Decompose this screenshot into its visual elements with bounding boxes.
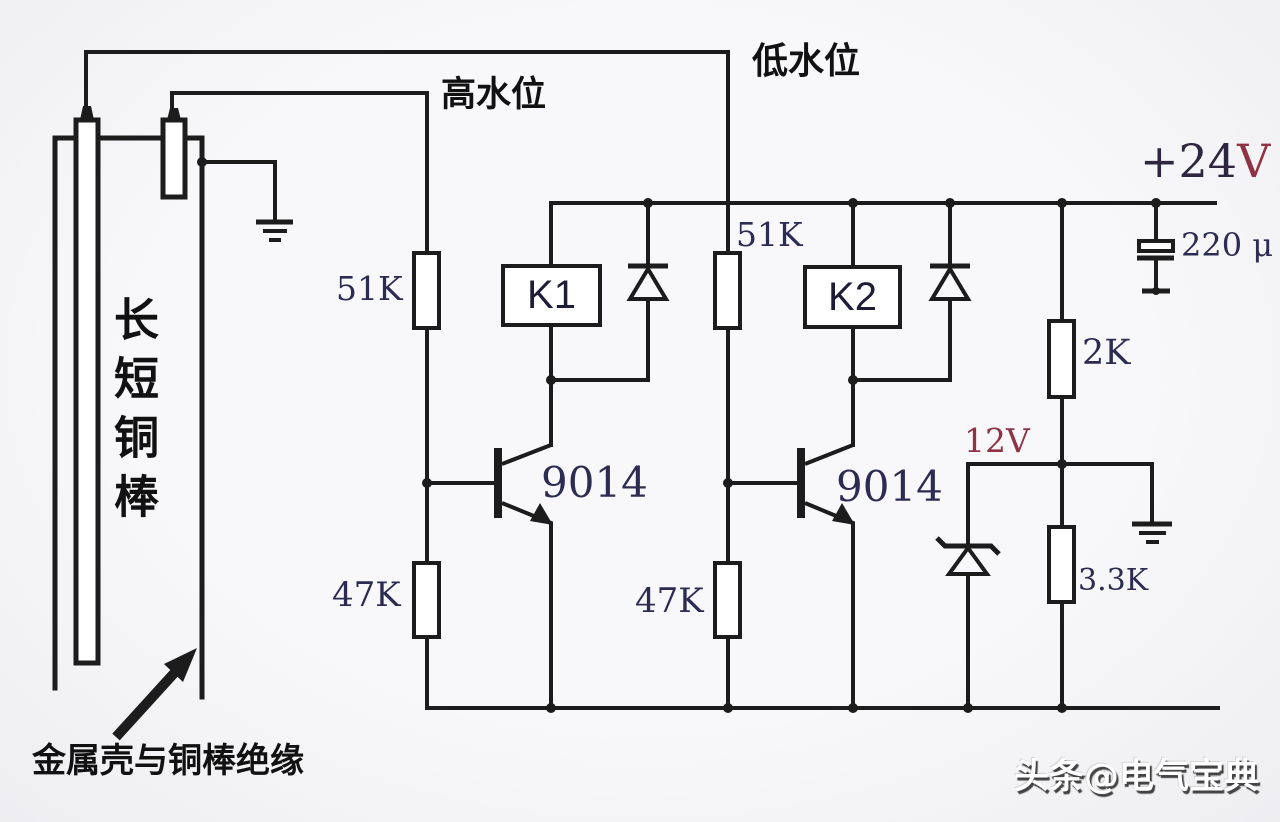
relay-k2-box bbox=[803, 265, 902, 329]
insulation-arrow bbox=[112, 648, 197, 741]
transistor-q2 bbox=[797, 443, 855, 708]
wire-high-water bbox=[170, 91, 429, 710]
label-resistor-r1: 51K bbox=[336, 269, 403, 308]
transistor-q1 bbox=[494, 443, 553, 708]
label-low-water-level: 低水位 bbox=[752, 41, 861, 82]
power-value: +24 bbox=[1140, 134, 1238, 188]
wire-tank-ground bbox=[200, 160, 277, 224]
resistor-r1-body bbox=[412, 251, 441, 330]
resistor-r5-body bbox=[1047, 319, 1076, 399]
label-capacitor-value: 220 μ bbox=[1181, 226, 1274, 264]
long-electrode bbox=[73, 106, 101, 666]
resistor-r4-body bbox=[713, 561, 742, 639]
tank bbox=[52, 135, 205, 700]
label-copper-rods-caption: 长短铜棒 bbox=[106, 296, 159, 532]
junction-dots bbox=[197, 157, 1161, 713]
label-resistor-r6: 3.3K bbox=[1078, 563, 1149, 598]
short-electrode bbox=[160, 108, 188, 200]
label-transistor-q1: 9014 bbox=[541, 458, 648, 507]
resistor-r2-body bbox=[713, 251, 742, 330]
label-resistor-r2: 51K bbox=[736, 215, 803, 254]
tank-ground-symbol bbox=[256, 219, 293, 242]
label-high-water-level: 高水位 bbox=[441, 75, 547, 115]
label-resistor-r5: 2K bbox=[1082, 333, 1131, 373]
label-zener-voltage: 12V bbox=[964, 421, 1030, 460]
wire-diode2 bbox=[851, 201, 952, 382]
label-relay-k2: K2 bbox=[828, 274, 877, 319]
q1-emitter-arrow bbox=[530, 503, 553, 525]
wire-diode1 bbox=[549, 201, 650, 382]
resistor-r3-body bbox=[412, 561, 441, 639]
label-resistor-r4: 47K bbox=[635, 581, 704, 621]
ground-symbol-2 bbox=[1132, 521, 1172, 544]
watermark-text: 头条@电气宝典 bbox=[1014, 757, 1260, 797]
label-transistor-q2: 9014 bbox=[836, 462, 943, 511]
zener-diode bbox=[935, 536, 1001, 576]
resistors bbox=[412, 251, 1076, 639]
flyback-diode-1 bbox=[626, 263, 670, 301]
relay-k1-box bbox=[501, 264, 602, 327]
flyback-diode-2 bbox=[928, 263, 972, 301]
wire-low-water bbox=[84, 50, 730, 710]
label-resistor-r3: 47K bbox=[332, 575, 401, 615]
label-power-rail: +24V bbox=[1140, 138, 1270, 184]
power-unit: V bbox=[1237, 134, 1271, 188]
label-insulation-note: 金属壳与铜棒绝缘 bbox=[32, 741, 304, 781]
resistor-r6-body bbox=[1047, 525, 1076, 604]
label-relay-k1: K1 bbox=[527, 273, 576, 317]
q2-emitter-arrow bbox=[832, 503, 855, 525]
filter-capacitor bbox=[1137, 239, 1175, 295]
